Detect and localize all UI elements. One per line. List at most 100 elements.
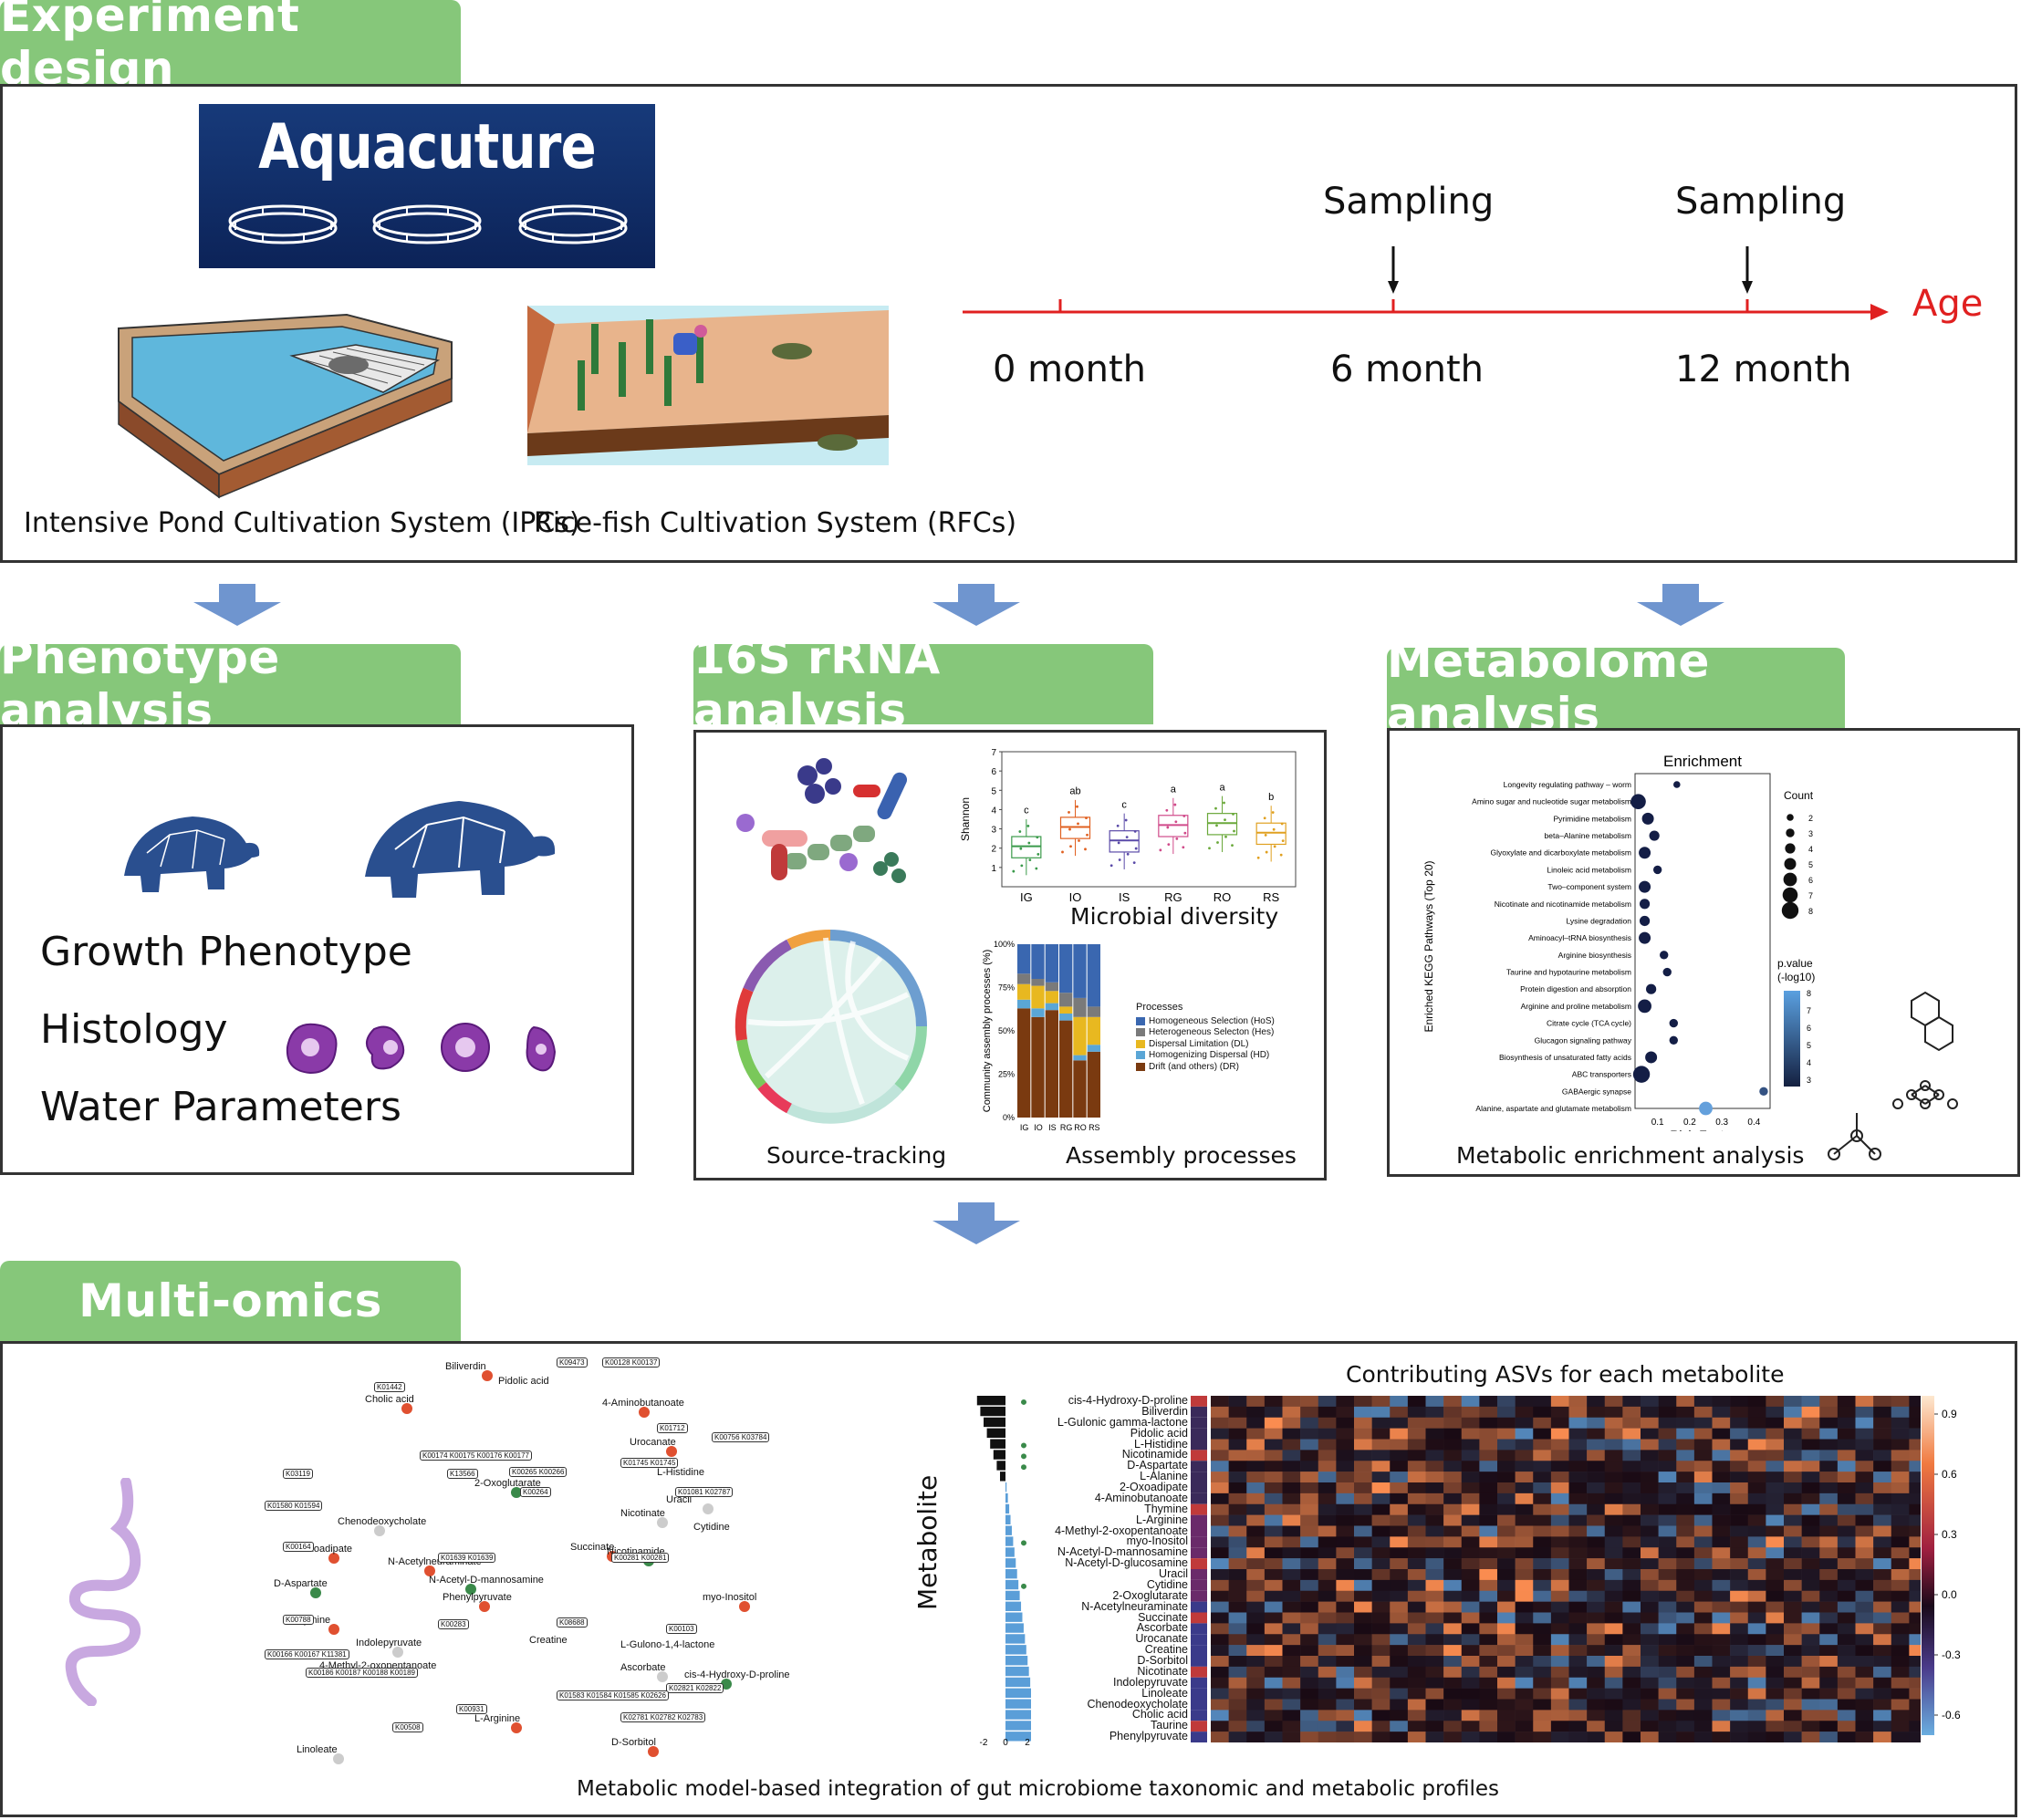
heatmap-cell <box>1533 1710 1552 1721</box>
heatmap-cell <box>1784 1688 1802 1700</box>
heatmap-cell <box>1730 1699 1749 1711</box>
heatmap-cell <box>1712 1677 1731 1689</box>
metabolite-axis-label: Metabolite <box>912 1474 943 1610</box>
heatmap-cell <box>1676 1656 1695 1668</box>
network-ko-box: K00756 K03784 <box>712 1432 770 1442</box>
heatmap-cell <box>1784 1536 1802 1548</box>
heatmap-cell <box>1425 1450 1444 1461</box>
heatmap-cell <box>1354 1590 1372 1602</box>
heatmap-cell <box>1641 1634 1659 1646</box>
heatmap-cell <box>1604 1710 1623 1721</box>
heatmap-cell <box>1730 1569 1749 1581</box>
heatmap-cell <box>1587 1677 1606 1689</box>
heatmap-cell <box>1891 1396 1910 1408</box>
heatmap-cell <box>1873 1482 1892 1494</box>
heatmap-cell <box>1515 1450 1534 1461</box>
heatmap-cell <box>1371 1721 1391 1732</box>
heatmap-cell <box>1712 1656 1731 1668</box>
metabolite-score-bar <box>1005 1666 1029 1677</box>
heatmap-cell <box>1515 1482 1534 1494</box>
heatmap-cell <box>1730 1601 1749 1613</box>
heatmap-cell <box>1676 1461 1695 1472</box>
sampling-label-1: Sampling <box>1323 181 1495 223</box>
heatmap-cell <box>1211 1732 1229 1742</box>
heatmap-cell <box>1801 1406 1820 1419</box>
heatmap-cell <box>1228 1666 1247 1679</box>
heatmap-cell <box>1641 1503 1659 1515</box>
flow-arrow-16s <box>932 584 1020 626</box>
boxplot-point <box>1272 827 1276 831</box>
metabolite-score-bar <box>1005 1721 1031 1731</box>
boxplot-xtick: RS <box>1263 890 1279 904</box>
heatmap-cell <box>1461 1439 1480 1451</box>
network-metabolite-label: Urocanate <box>630 1437 676 1448</box>
heatmap-cell <box>1318 1461 1337 1472</box>
heatmap-cell <box>1282 1677 1301 1689</box>
heatmap-cell <box>1407 1396 1426 1408</box>
heatmap-cell <box>1407 1579 1426 1592</box>
heatmap-cell <box>1407 1688 1426 1700</box>
heatmap-cell <box>1676 1688 1695 1700</box>
heatmap-cell <box>1390 1417 1409 1429</box>
heatmap-row-annotation <box>1191 1450 1207 1461</box>
colorbar-tick: 0.6 <box>1942 1468 1957 1481</box>
heatmap-cell <box>1246 1450 1266 1461</box>
heatmap-cell <box>1568 1688 1588 1700</box>
heatmap-cell <box>1425 1656 1444 1668</box>
heatmap-cell <box>1461 1710 1480 1721</box>
heatmap-cell <box>1228 1461 1247 1472</box>
heatmap-cell <box>1246 1439 1266 1451</box>
heatmap-cell <box>1371 1492 1391 1505</box>
heatmap-cell <box>1568 1558 1588 1570</box>
heatmap-cell <box>1300 1547 1319 1559</box>
heatmap-cell <box>1407 1547 1426 1559</box>
network-node <box>739 1601 750 1612</box>
heatmap-cell <box>1246 1406 1266 1419</box>
heatmap-cell <box>1855 1710 1874 1721</box>
heatmap-cell <box>1515 1428 1534 1440</box>
heatmap-cell <box>1747 1634 1766 1646</box>
turtle-small-icon <box>124 816 260 892</box>
heatmap-cell <box>1873 1623 1892 1635</box>
heatmap-cell <box>1461 1547 1480 1559</box>
heatmap-cell <box>1658 1656 1677 1668</box>
heatmap-cell <box>1533 1612 1552 1624</box>
heatmap-cell <box>1425 1406 1444 1419</box>
colorbar-tick: 0.3 <box>1942 1528 1957 1541</box>
heatmap-cell <box>1766 1601 1785 1613</box>
heatmap-cell <box>1801 1710 1820 1721</box>
heatmap-cell <box>1587 1428 1606 1440</box>
network-metabolite-label: Linoleate <box>297 1744 338 1755</box>
heatmap-cell <box>1784 1492 1802 1505</box>
heatmap-cell <box>1354 1688 1372 1700</box>
heatmap-cell <box>1909 1645 1921 1657</box>
heatmap-cell <box>1318 1536 1337 1548</box>
heatmap-cell <box>1587 1634 1606 1646</box>
heatmap-cell <box>1766 1721 1785 1732</box>
network-node <box>703 1503 714 1514</box>
heatmap-cell <box>1712 1492 1731 1505</box>
heatmap-cell <box>1730 1612 1749 1624</box>
enrichment-pathway-label: Arginine and proline metabolism <box>1521 1002 1631 1011</box>
heatmap-cell <box>1747 1472 1766 1483</box>
heatmap-cell <box>1390 1579 1409 1592</box>
heatmap-row-annotation <box>1191 1503 1207 1515</box>
network-ko-box: K13566 <box>447 1469 478 1479</box>
heatmap-cell <box>1819 1417 1839 1429</box>
heatmap-cell <box>1909 1461 1921 1472</box>
heatmap-cell <box>1909 1503 1921 1515</box>
heatmap-cell <box>1479 1721 1498 1732</box>
heatmap-row-label: Biliverdin <box>1141 1404 1188 1418</box>
heatmap-cell <box>1390 1677 1409 1689</box>
heatmap-cell <box>1801 1492 1820 1505</box>
heatmap-cell <box>1766 1677 1785 1689</box>
heatmap-row-label: Uracil <box>1159 1567 1188 1580</box>
heatmap-cell <box>1801 1666 1820 1679</box>
heatmap-cell <box>1515 1699 1534 1711</box>
heatmap-cell <box>1873 1428 1892 1440</box>
heatmap-cell <box>1461 1406 1480 1419</box>
heatmap-cell <box>1211 1623 1229 1635</box>
heatmap-cell <box>1766 1558 1785 1570</box>
boxplot-point <box>1118 858 1121 861</box>
colorbar-tick: -0.6 <box>1942 1709 1961 1721</box>
